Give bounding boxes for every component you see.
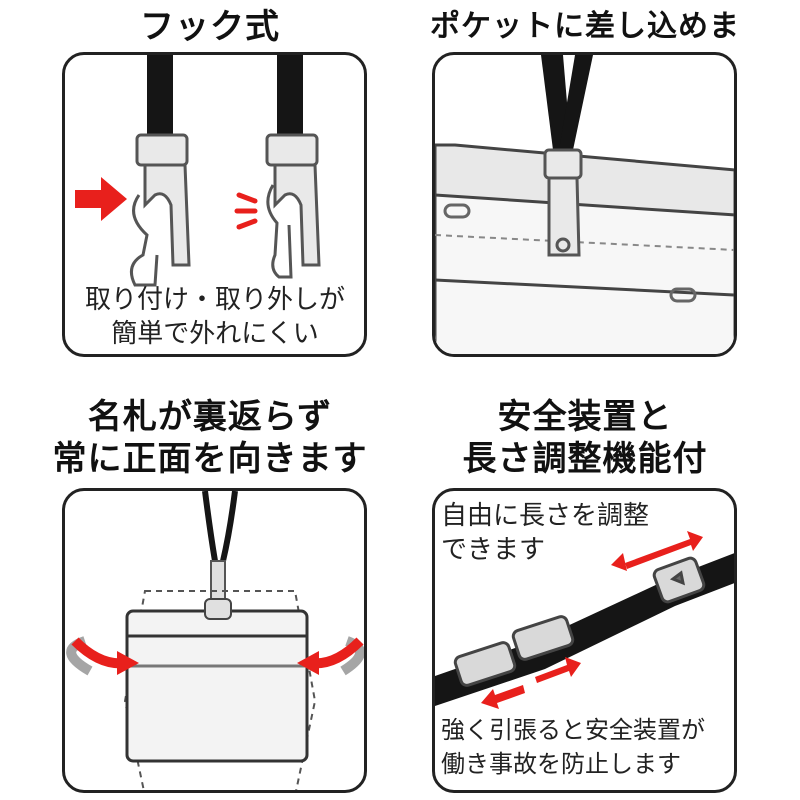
safety-caption-top-1: 自由に長さを調整 [441,501,650,531]
hook-panel: 取り付け・取り外しが 簡単で外れにくい [62,52,367,357]
hook-closed-icon [265,133,321,279]
hook-illustration [75,55,321,287]
front-title-1: 名札が裏返らず [87,397,333,437]
pocket-panel [432,52,737,357]
front-cord [202,491,238,562]
safety-caption-bottom-2: 働き事故を防止します [441,750,681,778]
hook-title: フック式 [140,7,280,47]
click-burst-icon [234,192,258,230]
front-card-holder [125,609,309,763]
strap-left [147,55,173,145]
safety-caption-bottom-1: 強く引張ると安全装置が [441,716,705,744]
length-adjuster-icon [652,556,706,604]
front-illustration [66,491,364,790]
hook-caption-1: 取り付け・取り外しが [84,285,345,315]
hook-caption-2: 簡単で外れにくい [111,319,319,349]
push-arrow-icon [75,177,127,221]
safety-title-2: 長さ調整機能付 [462,439,708,479]
pull-arrow-left-icon [481,685,525,709]
front-title-2: 常に正面を向きます [52,439,368,479]
card-holder [435,143,734,354]
pull-arrow-right-icon [535,657,581,683]
front-panel [62,488,367,793]
hook-open-icon [129,133,191,287]
safety-illustration [435,531,734,709]
safety-panel: 自由に長さを調整 できます 強く引張ると安全装置が 働き事故を防止します [432,488,737,793]
safety-buckle-icon [453,615,575,687]
rotation-guide [123,590,317,790]
pocket-buckle-icon [543,148,583,257]
adjust-arrow-icon [611,531,703,571]
safety-caption-top-2: できます [441,535,546,565]
safety-title-1: 安全装置と [497,397,673,437]
pocket-illustration [435,55,734,354]
strap-right [277,55,303,145]
